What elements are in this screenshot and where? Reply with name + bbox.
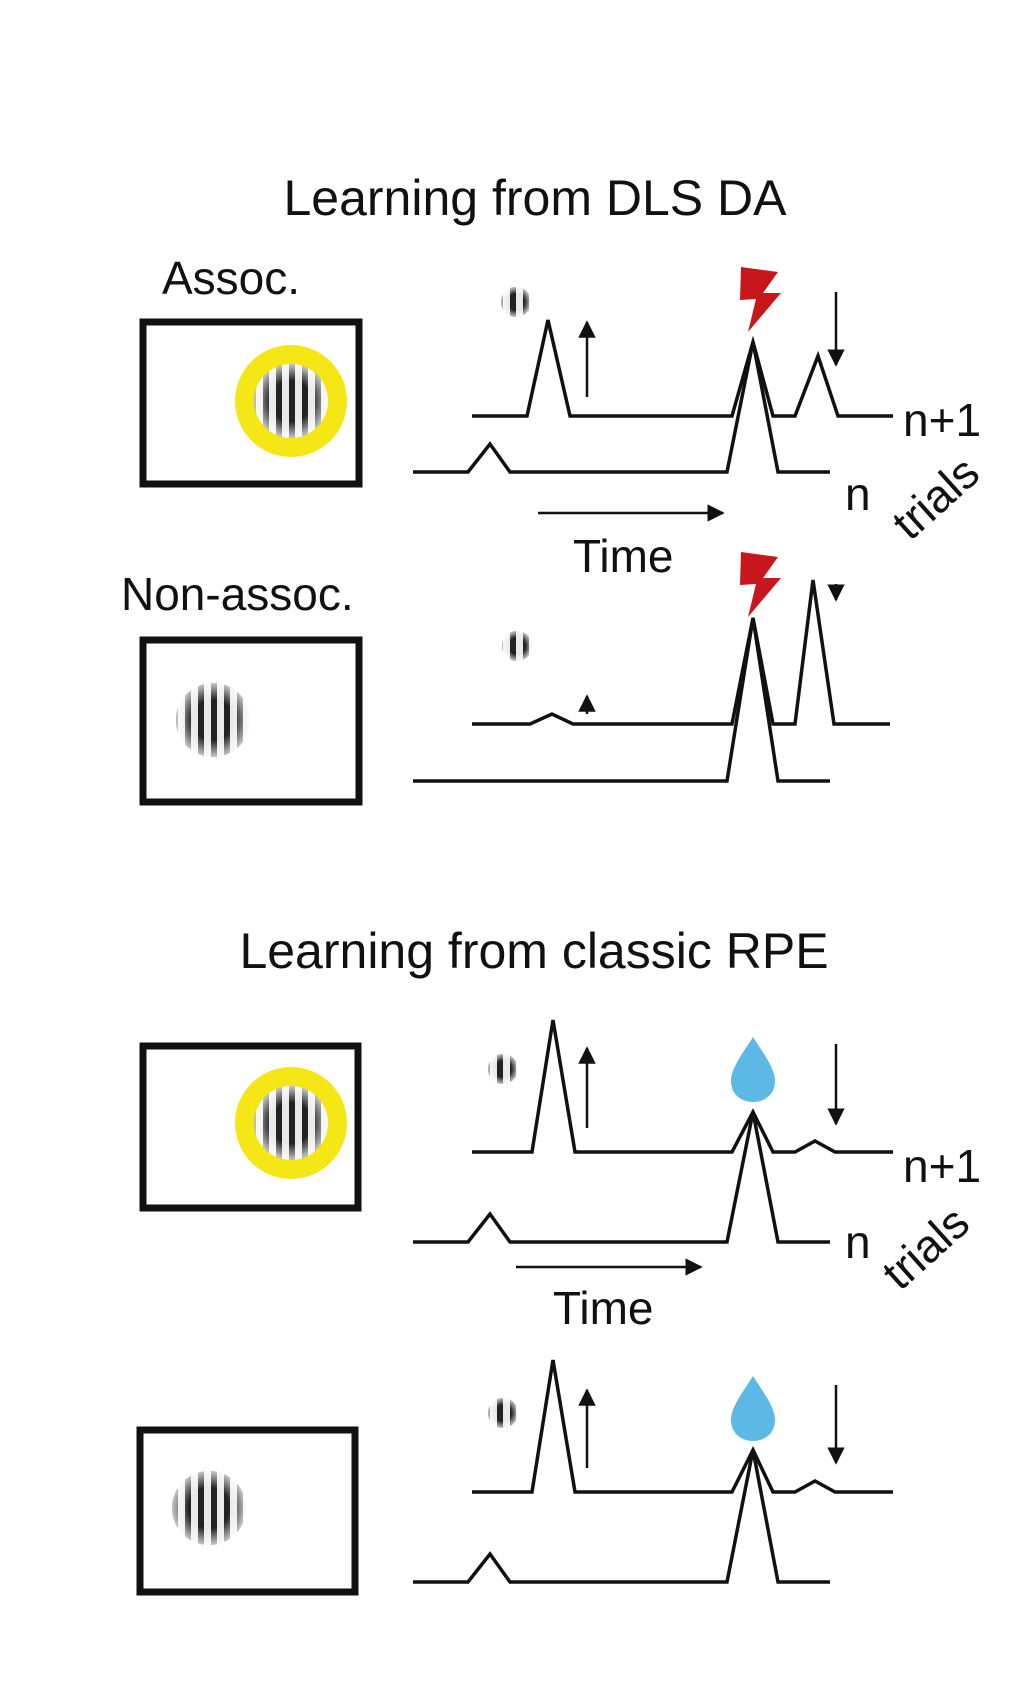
time-label: Time [553,1282,654,1334]
trace-trial-n [413,1449,830,1584]
panel-assoc: Assoc. Time n+1 n trials [139,252,989,582]
panel-non-assoc: Non-assoc. [121,552,890,806]
lightning-bolt-icon [740,552,781,617]
grating-stimulus [172,1471,246,1545]
time-label: Time [573,530,674,582]
trace-trial-n [413,341,830,474]
trials-label: trials [872,1196,979,1300]
small-grating-icon [502,631,532,661]
grating-stimulus-highlighted [235,1067,347,1179]
trace-trial-n-plus-1 [472,1019,893,1154]
screen-frame [139,318,363,488]
section-title: Learning from DLS DA [283,170,787,226]
screen-frame [139,636,363,806]
trial-n-plus-1-label: n+1 [903,394,981,446]
trace-trial-n-plus-1 [472,579,890,726]
grating-stimulus [176,683,250,757]
grating-stimulus-highlighted [235,345,347,457]
trial-n-label: n [845,468,871,520]
trial-n-label: n [845,1216,871,1268]
trace-trial-n-plus-1 [472,1359,893,1494]
trial-n-plus-1-label: n+1 [903,1140,981,1192]
small-grating-icon [488,1054,518,1084]
trace-trial-n [413,1111,830,1244]
small-grating-icon [501,287,531,317]
panel-rpe-assoc: Time n+1 n trials [139,1019,981,1334]
trace-trial-n-plus-1 [472,319,893,418]
screen-frame [136,1426,359,1596]
small-grating-icon [488,1398,518,1428]
panel-label: Non-assoc. [121,568,354,620]
trace-trial-n [413,617,830,783]
screen-frame [139,1042,362,1212]
panel-rpe-non-assoc [136,1359,893,1596]
panel-label: Assoc. [162,252,300,304]
trials-label: trials [882,446,989,550]
water-drop-icon [731,1037,775,1102]
water-drop-icon [731,1376,775,1441]
lightning-bolt-icon [740,267,781,332]
section-title: Learning from classic RPE [239,923,828,979]
